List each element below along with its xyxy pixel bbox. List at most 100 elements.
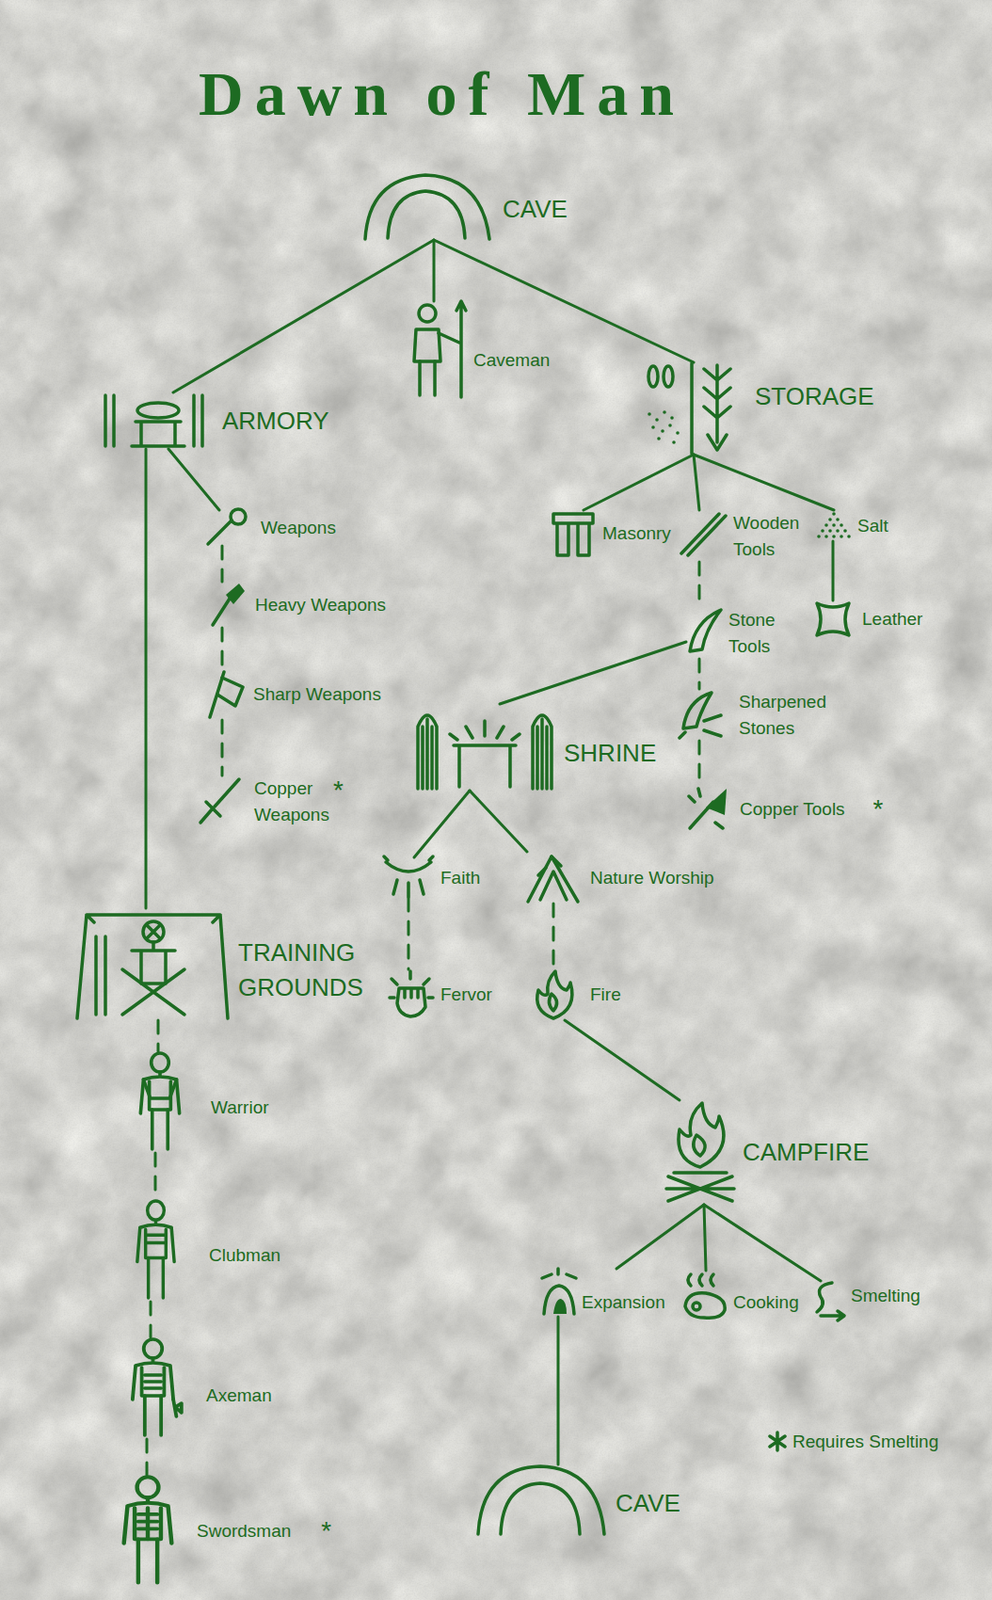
tech-label: CAVE — [502, 192, 568, 226]
icon-slot — [816, 510, 852, 542]
cooking-icon — [685, 1274, 725, 1318]
stone-tools-icon — [689, 609, 721, 652]
tech-label: SHRINE — [563, 736, 656, 770]
icon-slot — [128, 1199, 184, 1302]
swordsman-icon — [138, 1507, 158, 1539]
copper-tools-icon — [688, 788, 727, 829]
legend-text: Requires Smelting — [792, 1428, 939, 1456]
tech-label: Fire — [590, 981, 622, 1008]
campfire-icon — [666, 1172, 735, 1201]
icon-slot — [530, 969, 577, 1021]
shrine-icon — [417, 715, 437, 789]
expansion-icon — [542, 1268, 576, 1314]
training-grounds-icon — [143, 921, 164, 943]
campfire-icon — [666, 1103, 735, 1201]
icon-slot — [408, 301, 470, 399]
building-node: STORAGE — [644, 362, 875, 455]
salt-icon — [839, 534, 844, 539]
connector-line — [552, 903, 556, 970]
swordsman-icon — [124, 1476, 173, 1583]
tech-node: Stone Tools — [686, 607, 776, 659]
connector-line — [432, 240, 436, 302]
nature-worship-icon — [528, 856, 578, 902]
campfire-icon — [693, 1135, 705, 1156]
tech-node: Wooden Tools — [678, 510, 800, 562]
tech-node: Weapons — [204, 510, 336, 546]
axeman-icon — [173, 1399, 182, 1417]
tech-label: Smelting — [850, 1282, 921, 1310]
clubman-icon — [137, 1200, 175, 1298]
icon-slot — [663, 1100, 736, 1205]
connector-line — [693, 454, 834, 511]
armory-icon — [105, 395, 203, 447]
connector-line — [499, 641, 687, 704]
connector-line — [157, 1020, 160, 1052]
tech-label: STORAGE — [754, 379, 875, 414]
cave-icon — [478, 1466, 605, 1535]
tech-node: Masonry — [551, 510, 672, 557]
copper-tools-icon — [705, 788, 727, 816]
tech-node: Caveman — [408, 301, 550, 399]
tech-node: Cooking — [681, 1270, 800, 1322]
tech-node: Swordsman* — [112, 1474, 332, 1587]
icon-slot — [362, 173, 491, 240]
tech-label: Weapons — [260, 514, 336, 542]
icon-slot — [413, 704, 557, 791]
tech-label: Fervor — [440, 981, 493, 1008]
tech-node: Smelting — [811, 1280, 921, 1319]
salt-icon — [824, 523, 829, 528]
tech-label: TRAINING GROUNDS — [238, 935, 364, 1005]
expansion-icon — [553, 1298, 567, 1314]
tech-label: ARMORY — [222, 403, 330, 438]
training-grounds-icon — [77, 914, 228, 1019]
connector-line — [154, 1152, 158, 1200]
smelting-marker: * — [333, 777, 344, 804]
connector-line — [414, 790, 470, 858]
icon-slot — [551, 510, 594, 557]
wooden-tools-icon — [681, 513, 726, 556]
connector-line — [693, 454, 700, 511]
salt-icon — [832, 534, 836, 539]
faith-icon — [384, 856, 433, 872]
icon-slot — [383, 857, 434, 898]
copper-weapons-icon — [214, 779, 240, 807]
icon-slot — [195, 776, 245, 828]
sharpened-stones-icon — [679, 715, 721, 738]
storage-icon — [663, 366, 673, 387]
building-node: TRAINING GROUNDS — [73, 908, 364, 1021]
icon-slot — [73, 908, 230, 1021]
tech-label: Warrior — [210, 1094, 270, 1121]
tech-label: Stone Tools — [728, 607, 776, 659]
training-grounds-icon — [146, 925, 160, 939]
connector-line — [469, 790, 528, 852]
storage-icon — [670, 416, 674, 420]
storage-icon — [651, 425, 656, 430]
copper-weapons-icon — [200, 779, 240, 823]
sharpened-stones-icon — [679, 692, 721, 738]
icon-slot — [474, 1464, 608, 1536]
warrior-icon — [140, 1053, 179, 1150]
training-grounds-icon — [96, 936, 106, 1015]
icon-slot — [112, 1474, 184, 1587]
building-node: ARMORY — [101, 392, 330, 449]
axeman-icon — [132, 1339, 182, 1436]
connector-line — [168, 448, 220, 511]
connector-line — [221, 627, 224, 669]
tech-node: Sharpened Stones — [678, 688, 827, 741]
tech-node: Clubman — [128, 1199, 281, 1302]
cooking-icon — [685, 1293, 725, 1319]
salt-icon — [816, 534, 821, 539]
training-grounds-icon — [131, 942, 176, 984]
storage-icon — [662, 410, 667, 415]
connector-line — [698, 658, 702, 689]
expansion-icon — [542, 1268, 576, 1279]
tech-label: Heavy Weapons — [255, 592, 386, 619]
tech-label: Caveman — [473, 347, 550, 374]
sharp-weapons-icon — [209, 672, 243, 718]
cooking-icon — [688, 1274, 714, 1286]
tech-label: Salt — [857, 512, 889, 540]
armory-icon — [131, 421, 185, 447]
